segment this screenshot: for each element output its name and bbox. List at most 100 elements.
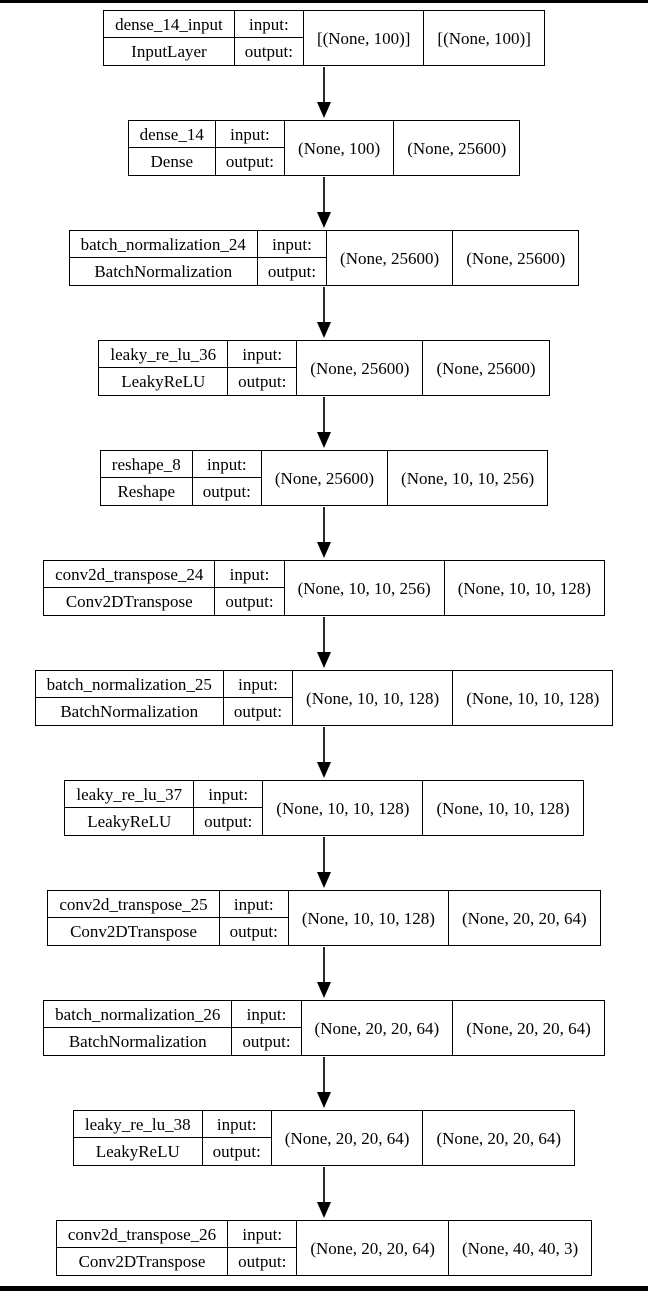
input-label: input: <box>202 1111 272 1138</box>
output-shape-value: (None, 20, 20, 64) <box>461 908 587 928</box>
arrow-down-icon <box>317 212 331 228</box>
layer-name: batch_normalization_25 <box>35 671 224 698</box>
layer-node: batch_normalization_26 BatchNormalizatio… <box>43 1000 605 1056</box>
layer-type: InputLayer <box>104 38 235 65</box>
layer-node: batch_normalization_24 BatchNormalizatio… <box>68 230 580 286</box>
arrow-shaft <box>323 507 325 542</box>
diagram-canvas: dense_14_input InputLayer input: output:… <box>0 3 648 1276</box>
output-label: output: <box>235 38 304 65</box>
layer-type: LeakyReLU <box>74 1138 203 1165</box>
arrow-shaft <box>323 1167 325 1202</box>
layer-name: leaky_re_lu_38 <box>73 1111 203 1138</box>
arrow-down-icon <box>317 1092 331 1108</box>
arrow-shaft <box>323 67 325 102</box>
input-shape-value: (None, 25600) <box>262 451 389 505</box>
output-shape-value: (None, 25600) <box>466 248 566 268</box>
layer-type: LeakyReLU <box>65 808 195 835</box>
layer-type: Conv2DTranspose <box>48 918 220 945</box>
output-label: output: <box>224 698 294 725</box>
input-label: input: <box>228 341 298 368</box>
arrow-down-icon <box>317 762 331 778</box>
layer-name: dense_14 <box>128 121 216 148</box>
arrow-shaft <box>323 727 325 762</box>
input-label: input: <box>257 231 328 258</box>
input-shape-value: [(None, 100)] <box>304 11 425 65</box>
arrow-down-icon <box>317 1202 331 1218</box>
output-label: output: <box>215 588 285 615</box>
layer-node: dense_14 Dense input: output: (None, 100… <box>127 120 521 176</box>
layer-type: BatchNormalization <box>70 258 258 285</box>
arrow-down-icon <box>317 432 331 448</box>
layer-node: conv2d_transpose_24 Conv2DTranspose inpu… <box>43 560 605 616</box>
layer-type: Dense <box>129 148 216 175</box>
layer-node: leaky_re_lu_37 LeakyReLU input: output: … <box>64 780 584 836</box>
input-shape-value: (None, 20, 20, 64) <box>297 1221 449 1275</box>
output-label: output: <box>228 368 298 395</box>
arrow-shaft <box>323 287 325 322</box>
arrow-down-icon <box>317 322 331 338</box>
output-label: output: <box>216 148 286 175</box>
input-shape-value: (None, 20, 20, 64) <box>272 1111 424 1165</box>
output-shape-value: (None, 10, 10, 256) <box>401 468 535 488</box>
edge-connector <box>317 66 331 120</box>
arrow-shaft <box>323 177 325 212</box>
layer-name: dense_14_input <box>104 11 235 38</box>
output-label: output: <box>220 918 289 945</box>
arrow-down-icon <box>317 982 331 998</box>
input-label: input: <box>234 11 304 38</box>
input-shape-value: (None, 25600) <box>327 231 454 285</box>
input-label: input: <box>215 121 286 148</box>
layer-node: conv2d_transpose_26 Conv2DTranspose inpu… <box>55 1220 593 1276</box>
arrow-shaft <box>323 947 325 982</box>
input-shape-value: (None, 20, 20, 64) <box>302 1001 454 1055</box>
input-shape-value: (None, 10, 10, 256) <box>285 561 445 615</box>
layer-name: batch_normalization_26 <box>44 1001 233 1028</box>
edge-connector <box>317 396 331 450</box>
input-shape-value: (None, 10, 10, 128) <box>289 891 449 945</box>
layer-name: leaky_re_lu_37 <box>65 781 195 808</box>
arrow-shaft <box>323 617 325 652</box>
layer-type: Conv2DTranspose <box>57 1248 229 1275</box>
edge-connector <box>317 946 331 1000</box>
output-label: output: <box>258 258 328 285</box>
layer-name: leaky_re_lu_36 <box>99 341 229 368</box>
arrow-shaft <box>323 1057 325 1092</box>
layer-type: BatchNormalization <box>36 698 224 725</box>
arrow-down-icon <box>317 872 331 888</box>
input-label: input: <box>228 1221 298 1248</box>
edge-connector <box>317 836 331 890</box>
layer-type: BatchNormalization <box>44 1028 233 1055</box>
input-shape-value: (None, 100) <box>285 121 395 175</box>
layer-node: leaky_re_lu_36 LeakyReLU input: output: … <box>98 340 550 396</box>
top-frame-bar <box>0 0 648 3</box>
output-shape-value: (None, 10, 10, 128) <box>457 578 591 598</box>
output-shape-value: (None, 20, 20, 64) <box>436 1128 562 1148</box>
edge-connector <box>317 286 331 340</box>
input-label: input: <box>232 1001 302 1028</box>
output-shape-value: (None, 40, 40, 3) <box>461 1238 579 1258</box>
input-shape-value: (None, 10, 10, 128) <box>263 781 424 835</box>
input-label: input: <box>219 891 289 918</box>
layer-name: batch_normalization_24 <box>69 231 258 258</box>
layer-type: LeakyReLU <box>99 368 229 395</box>
layer-name: conv2d_transpose_25 <box>48 891 220 918</box>
layer-node: dense_14_input InputLayer input: output:… <box>103 10 545 66</box>
edge-connector <box>317 616 331 670</box>
edge-connector <box>317 506 331 560</box>
edge-connector <box>317 726 331 780</box>
output-shape-value: (None, 10, 10, 128) <box>466 688 600 708</box>
bottom-frame-bar <box>0 1286 648 1291</box>
output-label: output: <box>232 1028 302 1055</box>
edge-connector <box>317 1056 331 1110</box>
output-shape-value: (None, 20, 20, 64) <box>466 1018 591 1038</box>
output-label: output: <box>193 478 262 505</box>
arrow-down-icon <box>317 542 331 558</box>
output-shape-value: [(None, 100)] <box>437 28 531 48</box>
edge-connector <box>317 1166 331 1220</box>
layer-node: batch_normalization_25 BatchNormalizatio… <box>34 670 614 726</box>
output-label: output: <box>228 1248 298 1275</box>
input-label: input: <box>194 781 264 808</box>
layer-type: Reshape <box>101 478 193 505</box>
layer-name: conv2d_transpose_26 <box>56 1221 229 1248</box>
output-shape-value: (None, 25600) <box>407 138 507 158</box>
